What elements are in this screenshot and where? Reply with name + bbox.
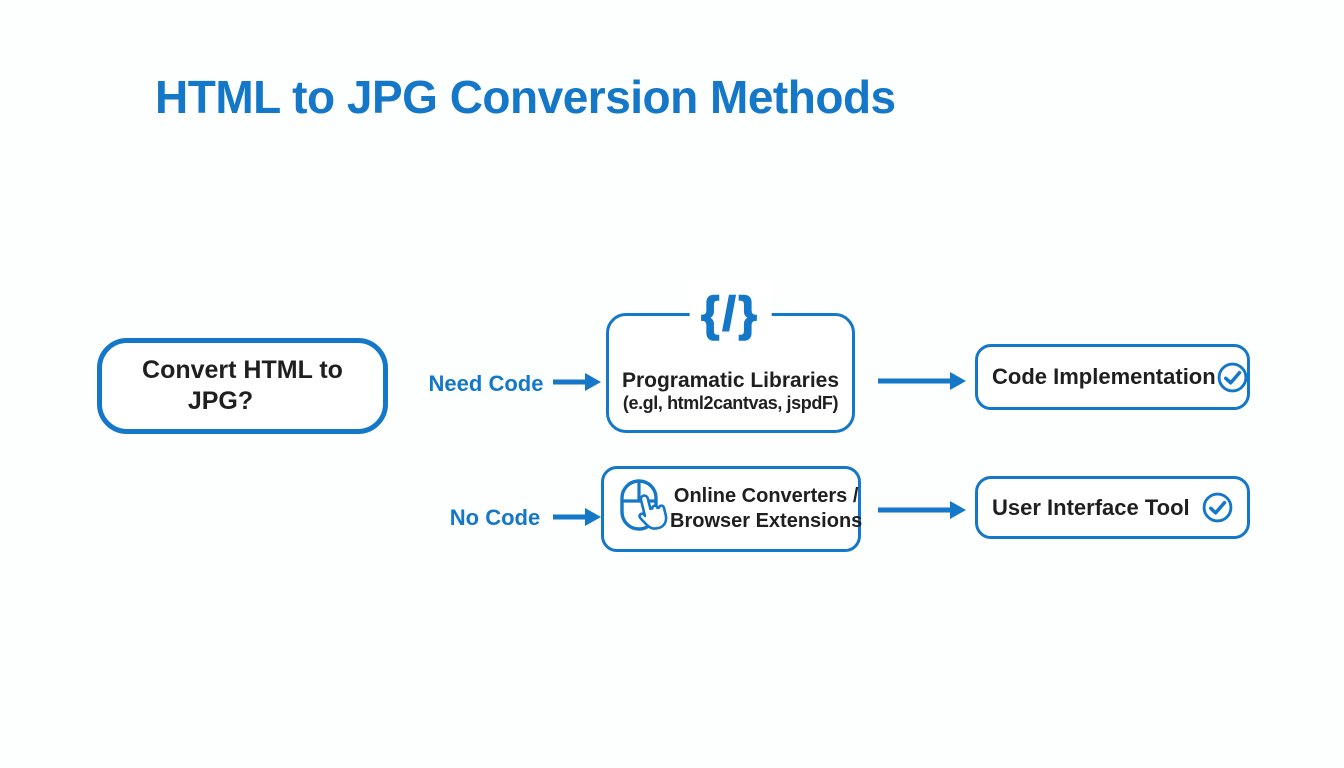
method-line1: Programatic Libraries: [621, 369, 840, 392]
arrow-to-code-implementation-icon: [878, 372, 966, 390]
method-box-online-converters: Online Converters / Browser Extensions: [601, 466, 862, 552]
result-label: Code Implementation: [992, 364, 1216, 389]
diagram-title: HTML to JPG Conversion Methods: [155, 71, 896, 123]
arrow-need-code-icon: [553, 373, 601, 391]
condition-label-need-code: Need Code: [428, 371, 544, 396]
method-box-text: Programatic Libraries (e.gl, html2cantva…: [609, 369, 852, 414]
check-circle-icon: [1216, 361, 1249, 394]
root-question-line1: Convert HTML to: [142, 355, 343, 384]
code-brackets-icon: {/}: [689, 282, 772, 346]
arrow-to-user-interface-tool-icon: [878, 501, 966, 519]
root-question-box: Convert HTML to JPG?: [97, 338, 388, 434]
method-box-programatic-libraries: {/} Programatic Libraries (e.gl, html2ca…: [606, 282, 855, 433]
mouse-click-icon: [618, 477, 670, 541]
result-box-user-interface-tool: User Interface Tool: [975, 476, 1250, 539]
method-line2: (e.gl, html2cantvas, jspdF): [622, 393, 839, 413]
result-box-code-implementation: Code Implementation: [975, 344, 1250, 410]
result-label: User Interface Tool: [992, 494, 1190, 520]
condition-label-no-code: No Code: [449, 505, 541, 530]
method-line1: Online Converters /: [673, 485, 859, 507]
root-question-line2: JPG?: [187, 387, 254, 415]
method-box-text: Online Converters / Browser Extensions: [670, 484, 862, 534]
check-circle-icon: [1201, 491, 1234, 524]
method-line2: Browser Extensions: [670, 510, 863, 532]
arrow-no-code-icon: [553, 508, 601, 526]
